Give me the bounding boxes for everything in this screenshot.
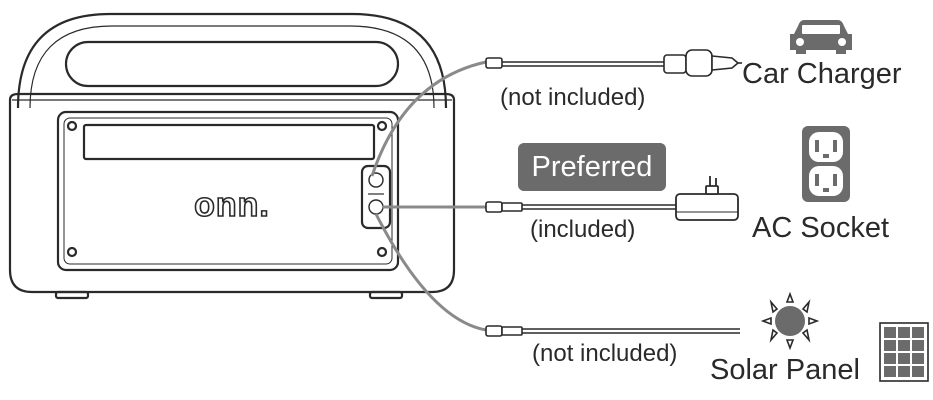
car-cable [370,60,487,177]
car-plug-icon [485,49,742,77]
solar-plug-end [485,325,740,337]
cables [370,60,487,332]
car-charger-label: Car Charger [742,58,902,90]
ac-socket-label: AC Socket [752,212,889,244]
solar-panel-icon [879,322,929,382]
sun-icon [760,291,820,351]
car-icon [790,20,852,54]
brand-logo: onn. [194,186,270,224]
car-charger-note: (not included) [500,84,646,111]
ac-plug-end [485,201,676,213]
solar-panel-label: Solar Panel [710,354,860,386]
solar-panel-note: (not included) [532,340,678,367]
power-station [8,12,456,300]
preferred-badge: Preferred [518,143,666,191]
outlet-icon [802,126,850,202]
ac-socket-note: (included) [530,216,636,243]
solar-cable [374,213,487,332]
ac-adapter-icon [675,176,739,221]
